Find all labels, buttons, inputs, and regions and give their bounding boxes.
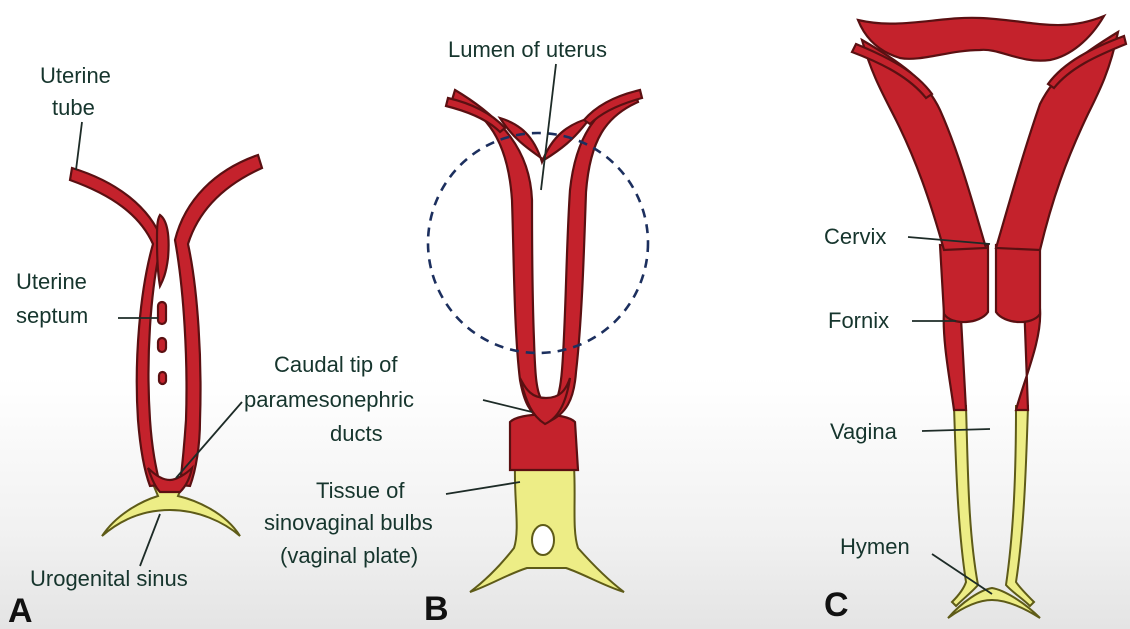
leader-vagina [922, 429, 990, 431]
label-tissue-3: (vaginal plate) [280, 543, 418, 568]
label-uterine-septum-1: Uterine [16, 269, 87, 294]
panel-letter-c: C [824, 586, 849, 624]
septum-piece-1 [158, 302, 166, 324]
panel-a: Uterine tube Uterine septum Urogenital s… [8, 63, 262, 629]
vagina-right-wall [1006, 406, 1034, 606]
uterus-left-wall [862, 40, 986, 250]
leader-tissue-of-bulbs [446, 482, 520, 494]
label-cervix: Cervix [824, 224, 886, 249]
label-uterine-tube-1: Uterine [40, 63, 111, 88]
label-urogenital-sinus: Urogenital sinus [30, 566, 188, 591]
panel-c: Cervix Fornix Vagina Hymen C [824, 16, 1126, 624]
septum-piece-2 [158, 338, 166, 352]
panel-letter-b: B [424, 590, 449, 628]
leader-caudal-tip-b [483, 400, 532, 412]
label-uterine-septum-2: septum [16, 303, 88, 328]
uterus-right-wall [996, 32, 1118, 250]
label-caudal-tip-1: Caudal tip of [274, 352, 398, 377]
panel-b: Lumen of uterus Caudal tip of paramesone… [244, 37, 648, 628]
leader-lumen-of-uterus [541, 64, 556, 190]
uterine-tube-right-wall [175, 155, 262, 486]
cervix-right [996, 245, 1040, 322]
highlight-circle [428, 133, 648, 353]
leader-uterine-tube [76, 122, 82, 170]
label-caudal-tip-3: ducts [330, 421, 383, 446]
leader-hymen [932, 554, 992, 594]
label-vagina: Vagina [830, 419, 898, 444]
label-hymen: Hymen [840, 534, 910, 559]
label-tissue-1: Tissue of [316, 478, 405, 503]
label-lumen-of-uterus: Lumen of uterus [448, 37, 607, 62]
label-fornix: Fornix [828, 308, 889, 333]
cervix-left [940, 245, 988, 322]
septum-upper [157, 215, 169, 286]
fundus-c [858, 16, 1104, 61]
label-caudal-tip-2: paramesonephric [244, 387, 414, 412]
label-tissue-2: sinovaginal bulbs [264, 510, 433, 535]
label-uterine-tube-2: tube [52, 95, 95, 120]
vaginal-plate-lumen [532, 525, 554, 555]
septum-piece-3 [159, 372, 166, 384]
panel-letter-a: A [8, 592, 33, 629]
leader-urogenital-sinus [140, 514, 160, 566]
